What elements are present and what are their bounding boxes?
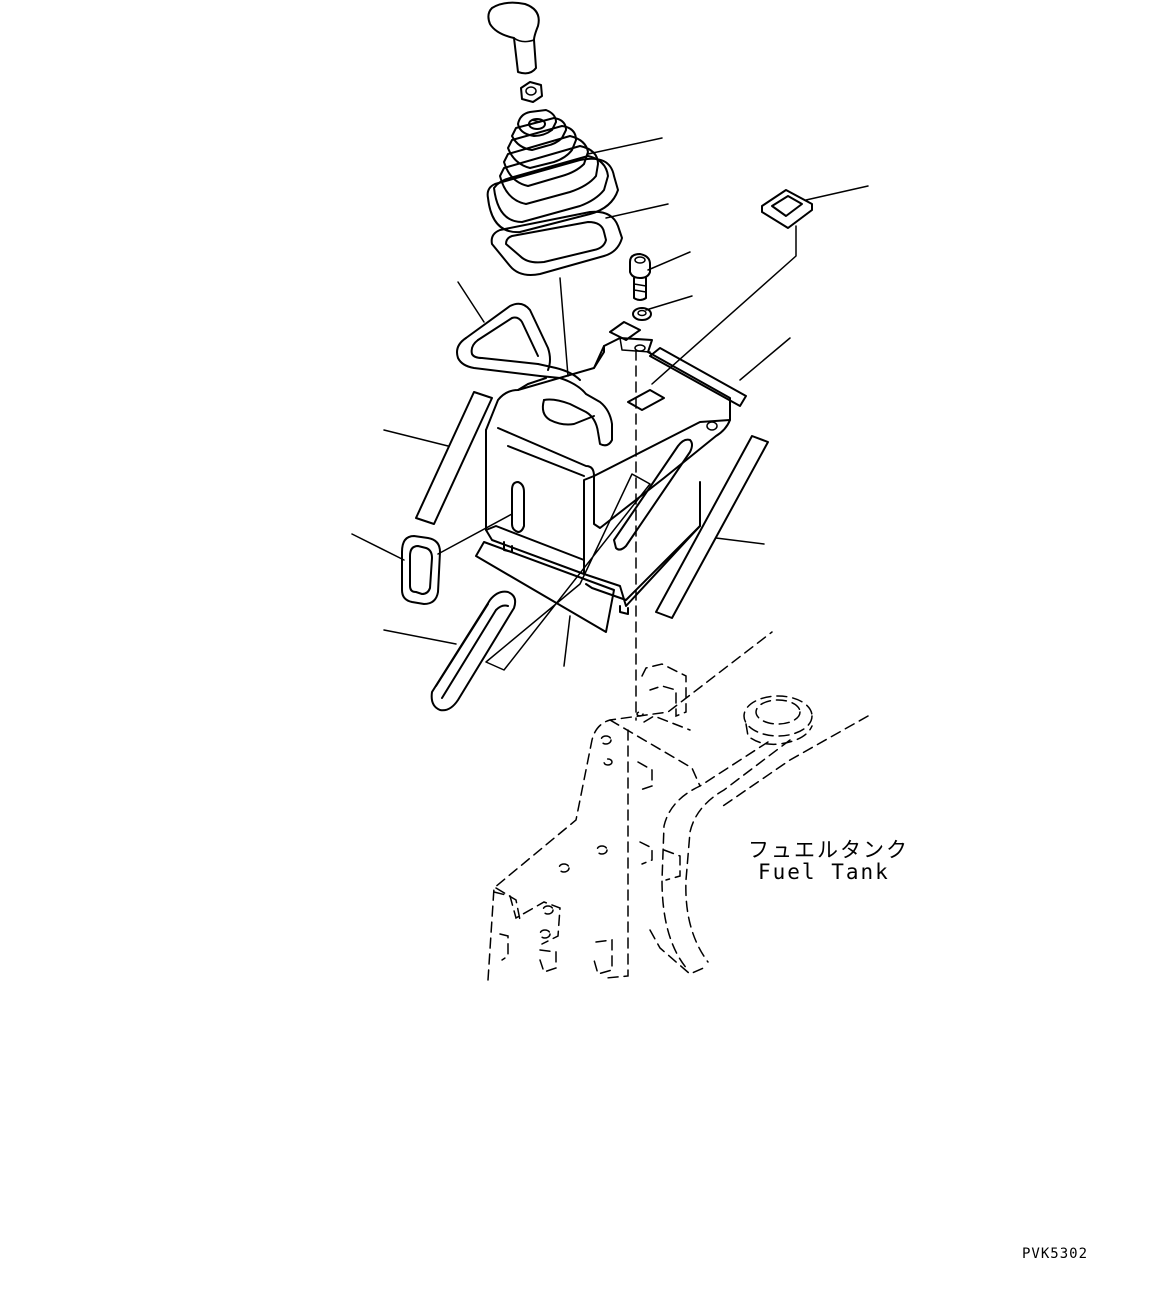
boot-plate	[490, 210, 623, 276]
side-strip-left	[415, 391, 493, 525]
small-label	[609, 321, 641, 341]
leader-lines	[351, 137, 869, 667]
grip-pad	[430, 590, 517, 712]
handrail	[456, 302, 613, 447]
bottom-strip	[475, 541, 615, 633]
lever-knob	[487, 1, 540, 75]
grommet	[761, 189, 813, 229]
fuel-tank-label-english: Fuel Tank	[758, 860, 890, 884]
top-strip	[649, 347, 747, 407]
lever-boot	[486, 109, 619, 234]
bolt	[629, 253, 651, 301]
knob-nut	[520, 81, 543, 103]
side-strip-right	[655, 435, 769, 619]
console-box	[485, 337, 731, 615]
slot-cover	[401, 535, 441, 605]
front-strip	[485, 473, 651, 671]
base-frame	[487, 631, 869, 981]
drawing-code: PVK5302	[1022, 1246, 1089, 1262]
fuel-tank-filler	[649, 695, 813, 975]
washer	[632, 307, 652, 321]
fuel-tank-label-japanese: フュエルタンク	[748, 838, 909, 862]
